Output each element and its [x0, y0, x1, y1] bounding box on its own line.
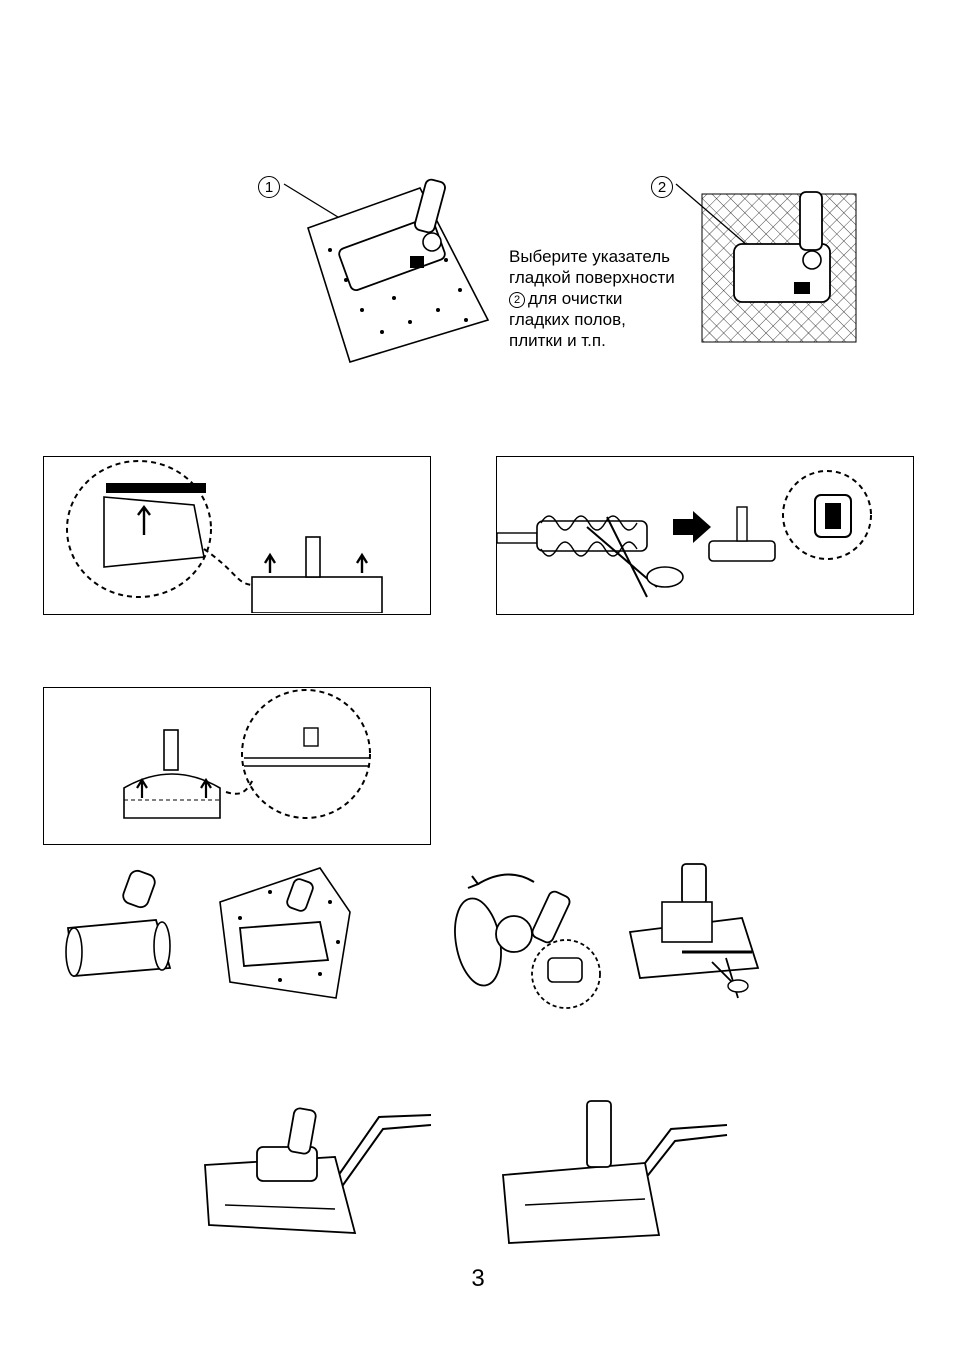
caption-circled-number: 2: [509, 292, 525, 308]
illustration-box-cut-hair: [496, 456, 914, 615]
turbo-nozzle-on-carpet-illustration: [210, 862, 360, 1002]
caption-line-3-text: для очистки: [528, 289, 622, 308]
turbo-nozzle-open-illustration: [448, 862, 618, 1012]
remove-cover-illustration: [44, 457, 429, 613]
caption-line-1: Выберите указатель: [509, 246, 709, 267]
floor-nozzle-standard-pipe-illustration: [495, 1095, 735, 1255]
illustration-box-remove-brush: [43, 687, 431, 845]
nozzle-on-carpet-illustration: [270, 170, 500, 370]
floor-nozzle-turbo-pipe-illustration: [195, 1105, 435, 1247]
caption-line-2: гладкой поверхности: [509, 267, 709, 288]
turbo-nozzle-illustration: [60, 868, 180, 988]
page-number: 3: [460, 1265, 496, 1293]
illustration-box-remove-cover: [43, 456, 431, 615]
turbo-nozzle-cleaning-illustration: [622, 862, 772, 1012]
cut-hair-illustration: [497, 457, 912, 613]
caption-line-4: гладких полов,: [509, 309, 709, 330]
caption-line-5: плитки и т.п.: [509, 330, 709, 351]
remove-brush-illustration: [44, 688, 429, 843]
smooth-surface-caption: Выберите указатель гладкой поверхности 2…: [509, 246, 709, 351]
